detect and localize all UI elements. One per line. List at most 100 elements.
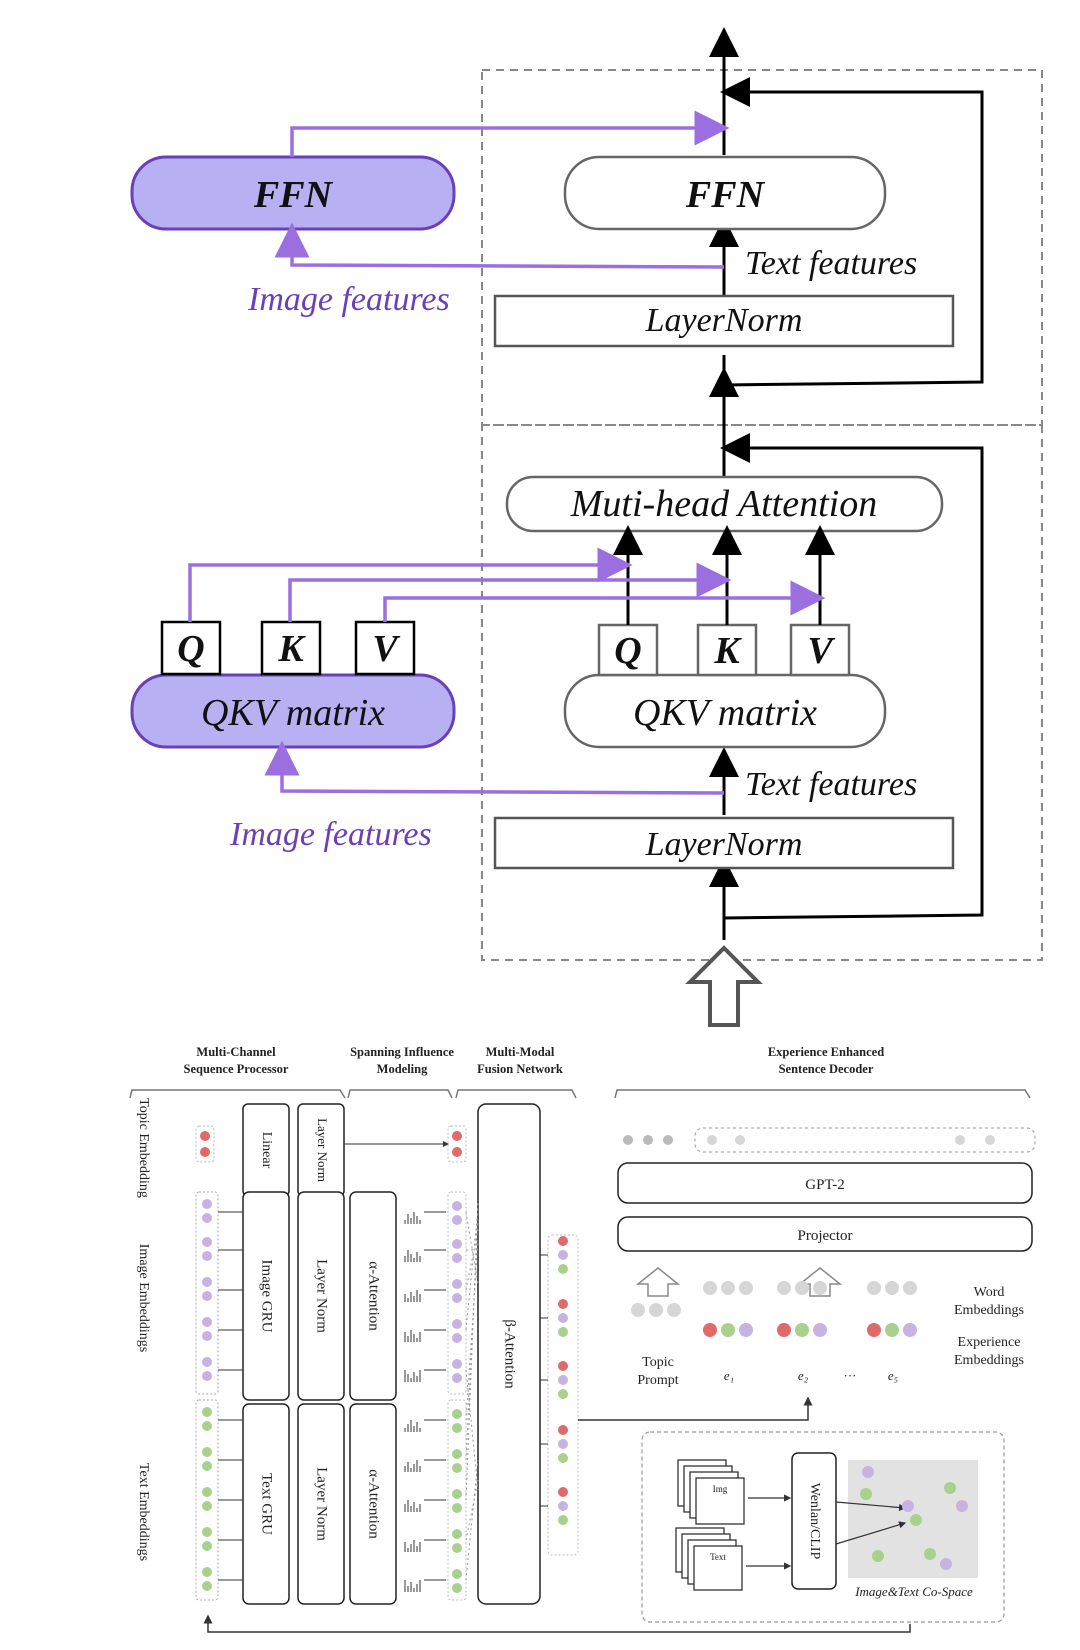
beta-output-dot xyxy=(558,1425,568,1435)
text-embedding-dot xyxy=(202,1581,212,1591)
e2-label: e₂ xyxy=(798,1368,809,1383)
fusion-connection xyxy=(465,1209,479,1331)
word-embedding-dot xyxy=(813,1281,827,1295)
image-embedding-dot xyxy=(202,1317,212,1327)
beta-output-dot xyxy=(558,1501,568,1511)
image-embedding-dot xyxy=(202,1331,212,1341)
header-decoder-2: Sentence Decoder xyxy=(779,1062,874,1076)
text-embedding-dot xyxy=(202,1487,212,1497)
topic-prompt-dot xyxy=(631,1303,645,1317)
q-label-left: Q xyxy=(177,628,204,670)
experience-embeddings-label-1: Experience xyxy=(958,1335,1021,1350)
gpt2-label: GPT-2 xyxy=(805,1177,844,1193)
beta-output-dot xyxy=(558,1389,568,1399)
prompt-token xyxy=(623,1135,633,1145)
image-features-label-top: Image features xyxy=(247,281,450,318)
co-space-dot xyxy=(910,1514,922,1526)
fusion-image-dot xyxy=(452,1373,462,1383)
word-embedding-dot xyxy=(903,1281,917,1295)
image-embedding-dot xyxy=(202,1371,212,1381)
layernorm-bottom-box xyxy=(493,816,955,870)
projector-label: Projector xyxy=(798,1228,853,1244)
wenlan-clip-label: Wenlan/CLIP xyxy=(807,1483,822,1560)
text-alpha-attention-box xyxy=(349,1403,397,1605)
beta-output-dot xyxy=(558,1313,568,1323)
fusion-text-dot xyxy=(452,1503,462,1513)
beta-output-dot xyxy=(558,1236,568,1246)
topic-prompt-dot xyxy=(667,1303,681,1317)
experience-embedding-dot xyxy=(813,1323,827,1337)
co-space-dot xyxy=(872,1550,884,1562)
image-features-label-bottom: Image features xyxy=(229,816,432,853)
experience-embedding-dot xyxy=(721,1323,735,1337)
v-label-right: V xyxy=(807,630,835,672)
image-layer-norm-label: Layer Norm xyxy=(314,1259,330,1333)
fusion-connection xyxy=(465,1459,479,1581)
image-embedding-dot xyxy=(202,1237,212,1247)
gpt-token xyxy=(735,1135,745,1145)
text-embedding-dot xyxy=(202,1461,212,1471)
word-embedding-dot xyxy=(795,1281,809,1295)
layernorm-bottom-label: LayerNorm xyxy=(645,826,803,863)
experience-embedding-dot xyxy=(903,1323,917,1337)
text-gru-label: Text GRU xyxy=(259,1473,275,1535)
beta-output-dot xyxy=(558,1439,568,1449)
word-embeddings-label-1: Word xyxy=(974,1285,1005,1300)
gpt-token xyxy=(955,1135,965,1145)
word-embedding-dot xyxy=(885,1281,899,1295)
co-space-dot xyxy=(944,1482,956,1494)
word-embedding-dot xyxy=(721,1281,735,1295)
header-fusion-2: Fusion Network xyxy=(477,1062,563,1076)
topic-embedding-label: Topic Embedding xyxy=(136,1098,151,1198)
experience-embedding-dot xyxy=(867,1323,881,1337)
text-embedding-dot xyxy=(202,1421,212,1431)
fusion-text-dot xyxy=(452,1569,462,1579)
text-embedding-dot xyxy=(202,1567,212,1577)
text-ffn-box xyxy=(563,155,887,231)
topic-prompt-dot xyxy=(649,1303,663,1317)
experience-embedding-dot xyxy=(777,1323,791,1337)
text-features-label-top: Text features xyxy=(745,245,917,282)
layernorm-top-label: LayerNorm xyxy=(645,302,803,339)
text-embedding-dot xyxy=(202,1527,212,1537)
beta-output-dot xyxy=(558,1375,568,1385)
beta-output-dot xyxy=(558,1515,568,1525)
text-layer-norm-box xyxy=(297,1403,345,1605)
fusion-image-dot xyxy=(452,1239,462,1249)
layer-norm-small-label: Layer Norm xyxy=(315,1118,330,1182)
text-embedding-dot xyxy=(202,1541,212,1551)
fusion-image-dot xyxy=(452,1279,462,1289)
projector-box xyxy=(617,1216,1033,1252)
fusion-image-dot xyxy=(452,1293,462,1303)
image-embeddings-label: Image Embeddings xyxy=(136,1244,151,1352)
fusion-text-dot xyxy=(452,1449,462,1459)
co-space-dot xyxy=(940,1558,952,1570)
fusion-image-dot xyxy=(452,1333,462,1343)
e1-label: e₁ xyxy=(724,1368,734,1383)
header-spanning-2: Modeling xyxy=(377,1062,428,1076)
k-label-right: K xyxy=(713,630,742,672)
e5-label: e₅ xyxy=(888,1368,898,1383)
word-embedding-dot xyxy=(703,1281,717,1295)
beta-output-dot xyxy=(558,1299,568,1309)
text-embedding-dot xyxy=(202,1407,212,1417)
image-gru-label: Image GRU xyxy=(259,1260,275,1333)
co-space-dot xyxy=(924,1548,936,1560)
image-layer-norm-box xyxy=(297,1191,345,1401)
wenlan-clip-box xyxy=(791,1452,837,1590)
image-alpha-attention-box xyxy=(349,1191,397,1401)
text-embedding-dot xyxy=(202,1447,212,1457)
header-multi-channel-1: Multi-Channel xyxy=(196,1045,276,1059)
co-space-dot xyxy=(862,1466,874,1478)
text-input-label: Text xyxy=(710,1552,726,1562)
experience-embedding-dot xyxy=(739,1323,753,1337)
image-alpha-attention-label: α-Attention xyxy=(366,1261,382,1331)
image-embedding-dot xyxy=(202,1199,212,1209)
beta-output-dot xyxy=(558,1453,568,1463)
fusion-connection xyxy=(465,1199,479,1501)
fusion-text-dot xyxy=(452,1583,462,1593)
fusion-image-dot xyxy=(452,1201,462,1211)
beta-output-dot xyxy=(558,1250,568,1260)
flow-up-arrow xyxy=(685,945,763,1027)
fusion-text-dot xyxy=(452,1543,462,1553)
